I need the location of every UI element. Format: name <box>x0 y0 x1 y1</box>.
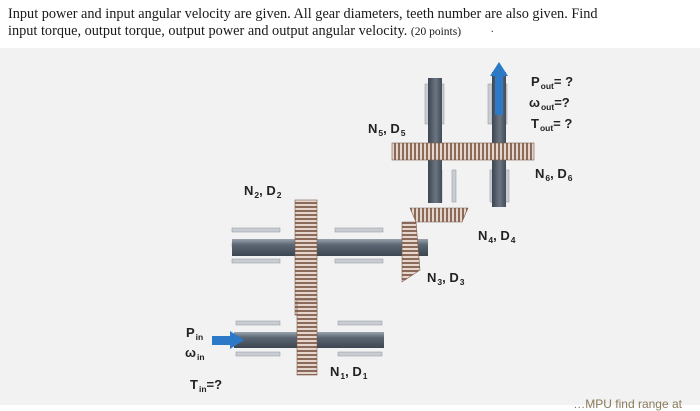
cropped-text: …MPU find range at <box>573 397 682 411</box>
label-n2-d2: N2, D2 <box>244 183 282 200</box>
label-n5-d5: N5, D5 <box>368 121 406 138</box>
problem-statement: Input power and input angular velocity a… <box>8 6 598 39</box>
gear-1 <box>296 299 318 376</box>
label-omega-in: ωin <box>185 345 205 362</box>
label-p-out: Pout= ? <box>531 74 574 91</box>
label-p-in: Pin <box>186 325 204 342</box>
label-omega-out: ωout=? <box>529 95 570 112</box>
label-n3-d3: N3, D3 <box>427 270 465 287</box>
input-arrow <box>212 331 244 349</box>
label-n4-d4: N4, D4 <box>478 228 516 245</box>
label-t-out: Tout= ? <box>531 116 573 133</box>
shaft-middle <box>232 239 428 256</box>
shaft-vertical-left <box>428 78 442 203</box>
label-n1-d1: N1, D1 <box>330 364 368 381</box>
gear-3 <box>401 221 421 283</box>
label-t-in: Tin=? <box>190 377 223 394</box>
gear-5-6-band <box>391 142 535 161</box>
points-label: (20 points) <box>410 26 462 38</box>
problem-line-1: Input power and input angular velocity a… <box>8 6 598 22</box>
gear-4 <box>409 207 469 223</box>
gear-2 <box>294 199 318 316</box>
label-n6-d6: N6, D6 <box>535 166 573 183</box>
problem-line-2: input torque, output torque, output powe… <box>8 23 408 39</box>
output-arrow <box>490 62 508 115</box>
